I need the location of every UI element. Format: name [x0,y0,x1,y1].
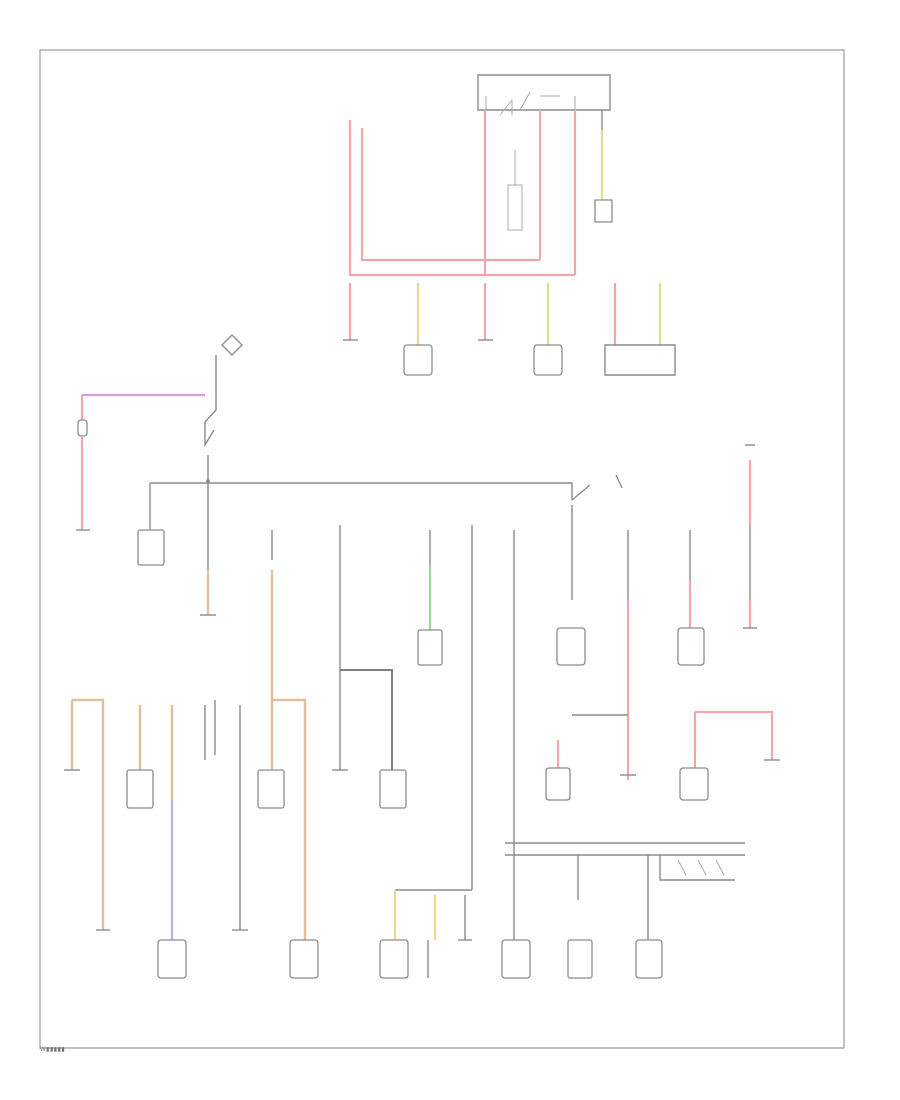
right-lower-cluster [545,710,780,801]
component-top-1 [403,344,433,376]
component-left-2 [157,939,187,979]
diagram-frame [39,49,845,1049]
lower-right-bus [501,600,745,979]
fuse-block-right [594,199,613,223]
component-mid-1 [417,629,443,666]
ignition-switch-network [76,334,243,531]
top-ground-network [348,74,613,277]
component-left-3 [257,769,285,809]
component-right-1 [545,767,571,801]
center-lower-cluster [332,600,472,979]
component-left-1 [126,769,154,809]
fuse-left [77,419,88,437]
top-branch-row [343,283,676,376]
component-mid-2 [556,627,586,666]
distribution-bus [137,444,755,890]
component-mid-3 [677,627,705,666]
left-lower-cluster [64,698,319,979]
component-right-2 [679,767,709,801]
component-bottom-3 [635,939,663,979]
page-id: W▮▮▮▮▮ [40,1047,66,1053]
fuse-drops [270,565,757,780]
component-center-1 [379,769,407,809]
component-left-4 [289,939,319,979]
component-top-2 [533,344,563,376]
component-bottom-1 [501,939,531,979]
component-center-2 [379,939,409,979]
relay-left [137,529,165,566]
component-bottom-2 [567,939,593,979]
